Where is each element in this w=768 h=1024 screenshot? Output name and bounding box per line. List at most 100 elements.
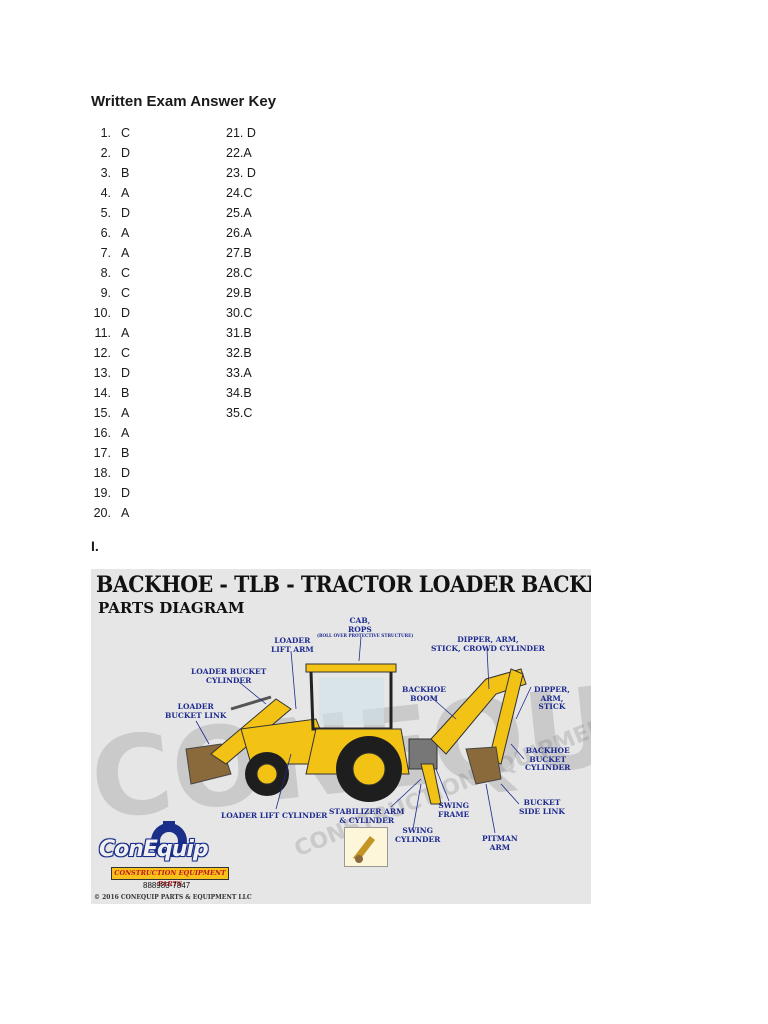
answer-number: 17. — [93, 446, 111, 460]
answer-item: 11. A — [87, 326, 130, 340]
answer-item: 14. B — [87, 386, 130, 400]
logo-banner: CONSTRUCTION EQUIPMENT PARTS — [111, 867, 229, 888]
label-loader-lift-arm: LOADER LIFT ARM — [271, 636, 314, 654]
answer-number: 13. — [93, 366, 111, 380]
answer-number: 10. — [93, 306, 111, 320]
answer-item: 35.C — [226, 406, 253, 420]
section-label: I. — [91, 538, 99, 554]
answer-item: 24.C — [226, 186, 253, 200]
answer-number: 12. — [93, 346, 111, 360]
answer-letter: A — [121, 406, 130, 420]
answer-number: 20. — [93, 506, 111, 520]
logo-gear-icon — [151, 821, 187, 857]
answer-letter: D — [121, 306, 131, 320]
answer-number: 3. — [100, 166, 111, 180]
answer-item: 16. A — [87, 426, 130, 440]
logo-wordmark: ConEquip — [99, 837, 209, 862]
label-bucket-side-link: BUCKET SIDE LINK — [519, 798, 565, 816]
answer-item: 27.B — [226, 246, 252, 260]
answer-number: 15. — [93, 406, 111, 420]
answer-letter: A — [121, 426, 130, 440]
answer-number: 8. — [100, 266, 111, 280]
answer-item: 18. D — [87, 466, 130, 480]
answer-item: 32.B — [226, 346, 252, 360]
answer-letter: A — [121, 326, 130, 340]
label-pitman-arm: PITMAN ARM — [482, 834, 518, 852]
answer-number: 19. — [93, 486, 111, 500]
diagram-subtitle: PARTS DIAGRAM — [98, 599, 245, 617]
answer-item: 4. A — [87, 186, 130, 200]
label-loader-bucket-cylinder: LOADER BUCKET CYLINDER — [191, 667, 267, 685]
answer-item: 25.A — [226, 206, 252, 220]
answer-item: 12. C — [87, 346, 130, 360]
label-backhoe-bucket-cylinder: BACKHOE BUCKET CYLINDER — [525, 746, 571, 772]
answer-item: 1. C — [87, 126, 130, 140]
answer-number: 18. — [93, 466, 111, 480]
answer-item: 26.A — [226, 226, 252, 240]
answer-item: 17. B — [87, 446, 130, 460]
diagram-title: BACKHOE - TLB - TRACTOR LOADER BACKHOE — [96, 572, 591, 598]
answer-letter: C — [121, 126, 131, 140]
answer-item: 22.A — [226, 146, 252, 160]
answer-item: 31.B — [226, 326, 252, 340]
answer-item: 23. D — [226, 166, 256, 180]
answer-item: 5. D — [87, 206, 130, 220]
answer-item: 30.C — [226, 306, 253, 320]
answer-item: 34.B — [226, 386, 252, 400]
answer-number: 2. — [100, 146, 111, 160]
answer-item: 3. B — [87, 166, 130, 180]
answer-letter: D — [121, 206, 131, 220]
answer-item: 19. D — [87, 486, 130, 500]
backhoe-parts-diagram: CONEQUIP CONSTRUCTION EQUIPMENT PARTS — [91, 569, 591, 904]
answer-letter: D — [121, 366, 131, 380]
answer-item: 13. D — [87, 366, 130, 380]
label-backhoe-boom: BACKHOE BOOM — [402, 685, 446, 703]
answer-number: 11. — [94, 326, 111, 340]
backhoe-illustration — [185, 636, 532, 834]
answer-letter: A — [121, 246, 130, 260]
label-loader-bucket-link: LOADER BUCKET LINK — [165, 702, 227, 720]
answer-item: 6. A — [87, 226, 130, 240]
answer-item: 2.D — [87, 146, 130, 160]
label-loader-lift-cylinder: LOADER LIFT CYLINDER — [221, 811, 328, 820]
answer-item: 29.B — [226, 286, 252, 300]
answer-letter: D — [121, 486, 131, 500]
answer-item: 9. C — [87, 286, 130, 300]
answer-letter: D — [121, 466, 131, 480]
label-swing-frame: SWING FRAME — [438, 801, 470, 819]
label-cab-rops: CAB, ROPS — [348, 616, 372, 634]
answer-number: 4. — [100, 186, 111, 200]
stabilizer-icon — [353, 836, 375, 863]
answer-letter: A — [121, 226, 130, 240]
copyright: © 2016 CONEQUIP PARTS & EQUIPMENT LLC — [94, 894, 252, 901]
answer-letter: B — [121, 386, 130, 400]
answer-item: 8. C — [87, 266, 130, 280]
answer-number: 7. — [100, 246, 111, 260]
label-rops-note: (ROLL OVER PROTECTIVE STRUCTURE) — [317, 633, 414, 638]
label-dipper-arm-stick: DIPPER, ARM, STICK — [534, 685, 570, 711]
answer-item: 21. D — [226, 126, 256, 140]
answer-number: 1. — [100, 126, 111, 140]
answer-number: 6. — [100, 226, 111, 240]
answer-letter: B — [121, 446, 130, 460]
answer-letter: A — [121, 506, 130, 520]
stabilizer-inset-image — [344, 827, 388, 867]
label-dipper-crowd: DIPPER, ARM, STICK, CROWD CYLINDER — [431, 635, 545, 653]
answer-item: 15. A — [87, 406, 130, 420]
answer-number: 16. — [93, 426, 111, 440]
answer-letter: A — [121, 186, 130, 200]
answer-item: 33.A — [226, 366, 252, 380]
label-swing-cylinder: SWING CYLINDER — [395, 826, 441, 844]
answer-number: 9. — [100, 286, 111, 300]
answer-number: 5. — [100, 206, 111, 220]
answer-letter: B — [121, 166, 130, 180]
answer-letter: C — [121, 346, 131, 360]
answer-number: 14. — [93, 386, 111, 400]
answer-letter: C — [121, 286, 131, 300]
answer-item: 10. D — [87, 306, 130, 320]
answer-item: 28.C — [226, 266, 253, 280]
document-title: Written Exam Answer Key — [91, 93, 277, 110]
label-stabilizer: STABILIZER ARM & CYLINDER — [329, 807, 405, 825]
answer-letter: C — [121, 266, 131, 280]
